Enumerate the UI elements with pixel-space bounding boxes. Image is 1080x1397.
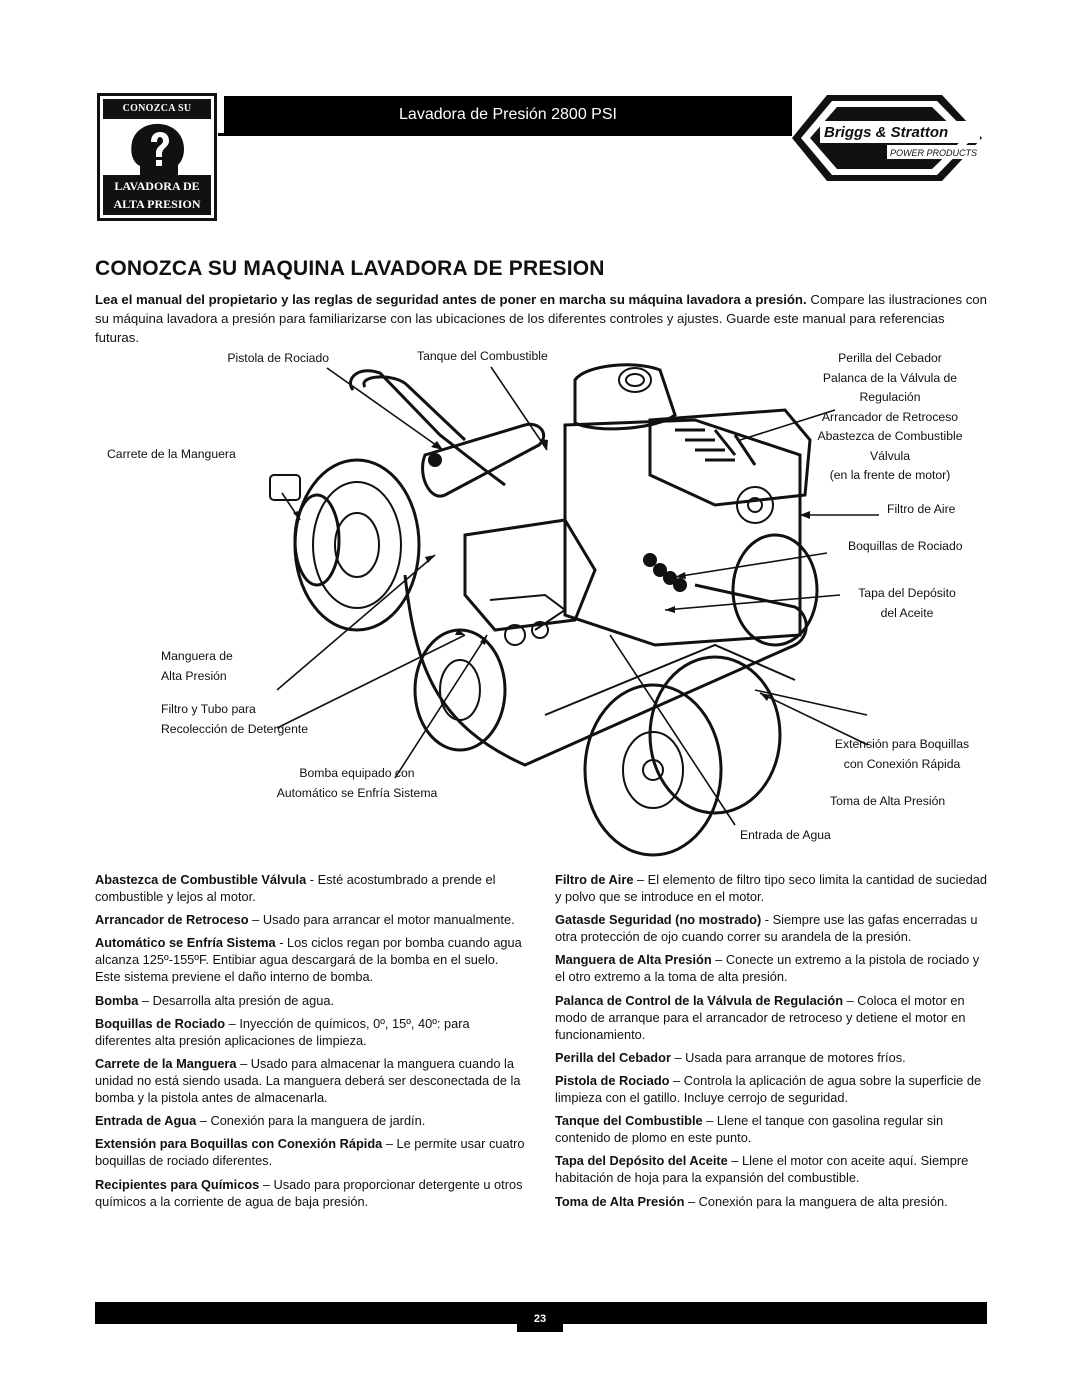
desc-item: Carrete de la Manguera – Usado para alma…	[95, 1055, 521, 1105]
label-right-group: Perilla del Cebador Palanca de la Válvul…	[817, 351, 963, 482]
badge-line-2: ALTA PRESION	[113, 197, 201, 211]
header-rule	[218, 133, 792, 136]
desc-item: Toma de Alta Presión – Conexión para la …	[555, 1193, 948, 1209]
frame-handle	[349, 369, 506, 487]
brand-sub: POWER PRODUCTS	[890, 148, 977, 158]
label-bomba: Bomba equipado con Automático se Enfría …	[276, 766, 438, 800]
desc-item: Entrada de Agua – Conexión para la mangu…	[95, 1113, 426, 1129]
desc-item: Abastezca de Combustible Válvula - Esté …	[95, 872, 496, 904]
label-pistola: Pistola de Rociado	[227, 351, 329, 365]
manual-badge: CONOZCA SU MANQUINA LAVADORA DE ALTA PRE…	[97, 93, 217, 221]
brand-name: Briggs & Stratton	[824, 124, 948, 141]
rear-wheel	[413, 628, 507, 752]
intro-bold: Lea el manual del propietario y las regl…	[95, 292, 807, 307]
briggs-stratton-logo: Briggs & Stratton POWER PRODUCTS	[792, 95, 982, 181]
spray-nozzles	[643, 553, 687, 592]
badge-line-1: LAVADORA DE	[114, 179, 200, 193]
engine-block	[563, 418, 802, 647]
badge-top-text: CONOZCA SU MANQUINA	[103, 99, 211, 134]
desc-item: Automático se Enfría Sistema - Los ciclo…	[95, 935, 522, 985]
desc-item: Tapa del Depósito del Aceite – Llene el …	[555, 1153, 969, 1186]
label-tanque: Tanque del Combustible	[417, 349, 548, 363]
desc-item: Manguera de Alta Presión – Conecte un ex…	[555, 952, 980, 985]
label-tapa-aceite: Tapa del Depósito del Aceite	[858, 586, 956, 620]
desc-item: Pistola de Rociado – Controla la aplicac…	[555, 1072, 982, 1105]
front-wheel-right	[648, 655, 782, 815]
spray-gun	[421, 422, 546, 498]
page-title: CONOZCA SU MAQUINA LAVADORA DE PRESION	[95, 257, 605, 280]
page-number: 23	[517, 1302, 563, 1332]
label-extension: Extensión para Boquillas con Conexión Rá…	[834, 737, 970, 771]
desc-item: Extensión para Boquillas con Conexión Rá…	[95, 1136, 525, 1169]
label-manguera-alta: Manguera de Alta Presión	[161, 649, 233, 683]
cart-frame	[403, 574, 808, 767]
pressure-washer-illustration	[269, 363, 879, 857]
fuel-tank	[573, 363, 677, 431]
descriptions-right: Filtro de Aire – El elemento de filtro t…	[555, 871, 987, 1216]
header-title: Lavadora de Presión 2800 PSI	[224, 96, 792, 134]
label-entrada: Entrada de Agua	[740, 828, 831, 842]
desc-item: Perilla del Cebador – Usada para arranqu…	[555, 1049, 906, 1065]
desc-item: Filtro de Aire – El elemento de filtro t…	[555, 872, 987, 904]
desc-item: Bomba – Desarrolla alta presión de agua.	[95, 992, 335, 1008]
recoil-cover	[648, 408, 812, 507]
desc-item: Boquillas de Rociado – Inyección de quím…	[95, 1015, 470, 1048]
desc-item: Palanca de Control de la Válvula de Regu…	[555, 992, 966, 1042]
pressure-washer-diagram: Pistola de Rociado Tanque del Combustibl…	[95, 345, 987, 857]
label-toma: Toma de Alta Presión	[830, 794, 946, 808]
desc-item: Tanque del Combustible – Llene el tanque…	[555, 1113, 944, 1146]
label-filtro-aire: Filtro de Aire	[887, 502, 956, 516]
intro-text: Compare las ilustraciones con su máquina…	[95, 292, 987, 345]
desc-item: Arrancador de Retroceso – Usado para arr…	[95, 912, 515, 928]
label-boquillas: Boquillas de Rociado	[848, 539, 963, 553]
head-question-icon	[131, 123, 184, 178]
label-carrete: Carrete de la Manguera	[107, 447, 236, 461]
desc-item: Gatasde Seguridad (no mostrado) - Siempr…	[555, 912, 978, 945]
wheel-rear-right	[731, 533, 819, 647]
badge-bottom-text: LAVADORA DE ALTA PRESION	[103, 175, 211, 215]
pump	[463, 518, 597, 632]
intro-paragraph: Lea el manual del propietario y las regl…	[95, 290, 987, 347]
label-filtro-tubo: Filtro y Tubo para Recolección de Deterg…	[161, 702, 309, 736]
descriptions-left: Abastezca de Combustible Válvula - Esté …	[95, 871, 527, 1216]
desc-item: Recipientes para Químicos – Usado para p…	[95, 1176, 523, 1209]
leader-lines	[276, 366, 879, 826]
arrow-heads	[293, 439, 810, 701]
